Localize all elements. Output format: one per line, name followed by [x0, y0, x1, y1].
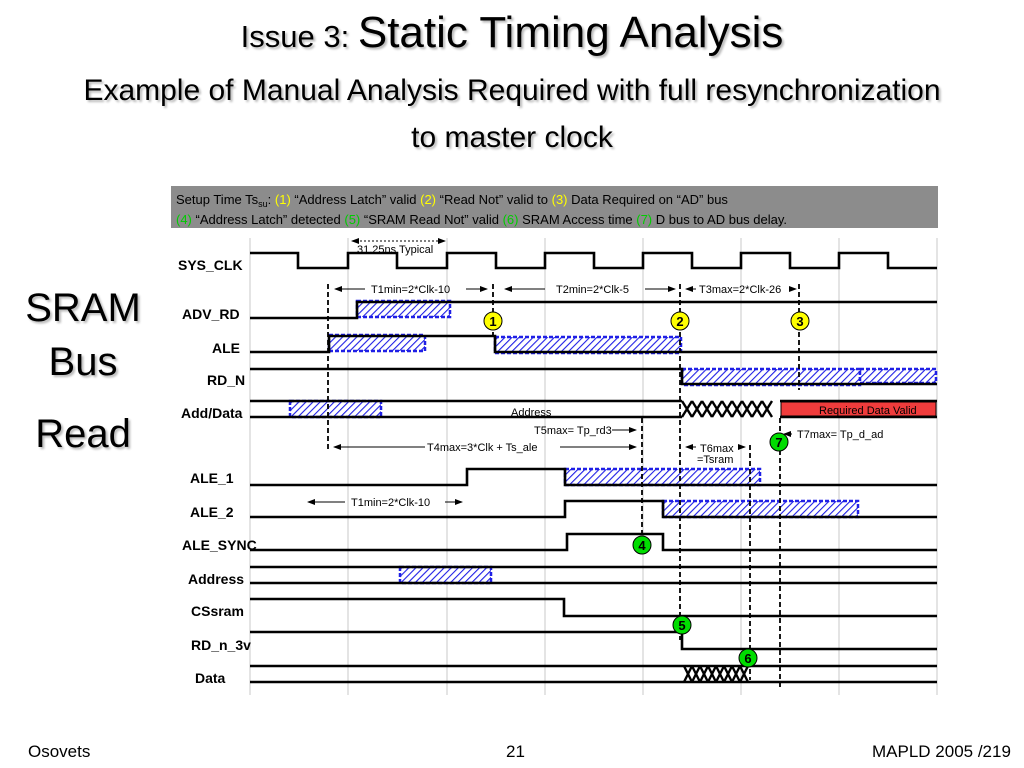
legend-line-1: Setup Time Tssu: (1) “Address Latch” val… [176, 192, 728, 209]
grid-lines [249, 238, 938, 695]
legend-line-2-segment: “Address Latch” detected [192, 212, 344, 227]
side-label-sram: SRAM [25, 286, 141, 330]
waveform-sys-clk [250, 251, 937, 270]
label-t1b: T1min=2*Clk-10 [351, 497, 430, 509]
signal-label-ale-2: ALE_2 [190, 504, 234, 520]
adv-rd-uncertainty [355, 299, 452, 319]
data-unknown-region [682, 665, 750, 683]
waveform-cssram [250, 597, 937, 618]
signal-label-adv-rd: ADV_RD [182, 306, 240, 322]
waveform-ale [250, 334, 937, 354]
svg-text:3: 3 [796, 314, 803, 329]
legend-line-1-segment: su [258, 199, 268, 209]
rd-n-uncertainty-end [858, 367, 938, 385]
waveform-data [250, 664, 937, 684]
marker-3: 3 [790, 311, 810, 331]
svg-text:5: 5 [678, 618, 685, 633]
svg-text:4: 4 [638, 538, 646, 553]
waveform-add-data [250, 399, 937, 419]
waveform-ale-1 [250, 467, 937, 487]
legend-line-2: (4) “Address Latch” detected (5) “SRAM R… [176, 212, 787, 227]
ale-uncertainty-rise [327, 333, 427, 353]
legend-line-1-segment: : [268, 192, 275, 207]
waveform-ale-sync [250, 532, 937, 552]
signal-label-cssram: CSsram [191, 603, 244, 619]
side-label-read: Read [35, 412, 131, 456]
label-t3: T3max=2*Clk-26 [699, 284, 781, 296]
legend-line-1-segment: (3) [552, 192, 568, 207]
side-label-bus: Bus [48, 340, 118, 384]
footer-author: Osovets [28, 742, 91, 761]
legend-line-2-segment: D bus to AD bus delay. [652, 212, 787, 227]
legend-line-2-segment: (6) [503, 212, 519, 227]
signal-label-address: Address [188, 571, 244, 587]
legend-line-2-segment: (7) [636, 212, 652, 227]
svg-text:6: 6 [744, 651, 751, 666]
title-prefix: Issue 3: [240, 19, 358, 54]
signal-label-ale: ALE [212, 340, 240, 356]
legend-line-2-segment: “SRAM Read Not” valid [360, 212, 502, 227]
marker-1: 1 [483, 311, 503, 331]
label-required-data-valid: Required Data Valid [819, 405, 917, 417]
marker-2: 2 [670, 311, 690, 331]
legend-line-2-segment: (4) [176, 212, 192, 227]
footer-conference: MAPLD 2005 /219 [872, 742, 1011, 761]
label-t4: T4max=3*Clk + Ts_ale [427, 442, 537, 454]
signal-label-ale-sync: ALE_SYNC [182, 537, 257, 553]
legend-line-1-segment: “Address Latch” valid [291, 192, 420, 207]
signal-label-rd-n: RD_N [207, 372, 245, 388]
slide-title: Issue 3: Static Timing Analysis [0, 8, 1024, 58]
signal-label-ale-1: ALE_1 [190, 470, 234, 486]
legend-line-2-segment: (5) [344, 212, 360, 227]
waveform-rd-n-3v [250, 630, 937, 651]
label-t6-line2: =Tsram [697, 454, 733, 466]
svg-text:1: 1 [489, 314, 496, 329]
required-data-valid-box [780, 401, 937, 417]
waveform-adv-rd [250, 300, 937, 320]
ale-2-uncertainty [661, 499, 860, 519]
subtitle-line-2: to master clock [411, 121, 613, 154]
marker-4: 4 [632, 535, 652, 555]
title-main: Static Timing Analysis [357, 8, 784, 57]
label-clk-period: 31.25ns Typical [357, 244, 433, 256]
add-data-uncertainty [288, 399, 383, 419]
subtitle-line-1: Example of Manual Analysis Required with… [83, 74, 941, 107]
signal-label-rd-n-3v: RD_n_3v [191, 637, 251, 653]
signal-label-data: Data [195, 670, 226, 686]
label-address-phase: Address [511, 407, 552, 419]
legend-line-1-segment: (1) [275, 192, 291, 207]
legend-line-1-segment: (2) [420, 192, 436, 207]
waveform-address [250, 565, 937, 585]
signal-label-sys-clk: SYS_CLK [178, 257, 243, 273]
label-t1: T1min=2*Clk-10 [371, 284, 450, 296]
ale-1-uncertainty [563, 467, 762, 487]
marker-6: 6 [738, 648, 758, 668]
legend-line-1-segment: Setup Time Ts [176, 192, 259, 207]
legend-line-2-segment: SRAM Access time [518, 212, 636, 227]
marker-7: 7 [769, 432, 789, 452]
svg-text:2: 2 [676, 314, 683, 329]
footer-page-number: 21 [506, 742, 525, 761]
waveform-ale-2 [250, 499, 937, 519]
label-t6-line1: T6max [700, 443, 734, 455]
label-t7: T7max= Tp_d_ad [797, 429, 883, 441]
svg-text:7: 7 [775, 435, 782, 450]
label-t2: T2min=2*Clk-5 [556, 284, 629, 296]
add-data-unknown-region [680, 400, 774, 418]
waveform-rd-n [250, 367, 937, 386]
rd-n-uncertainty [680, 367, 862, 387]
address-uncertainty [398, 565, 493, 585]
legend-line-1-segment: “Read Not” valid to [436, 192, 552, 207]
ale-uncertainty-fall [493, 335, 683, 355]
legend-box [171, 186, 938, 228]
label-t5: T5max= Tp_rd3 [534, 425, 612, 437]
legend-line-1-segment: Data Required on “AD” bus [568, 192, 729, 207]
marker-5: 5 [672, 615, 692, 635]
signal-label-add-data: Add/Data [181, 405, 243, 421]
